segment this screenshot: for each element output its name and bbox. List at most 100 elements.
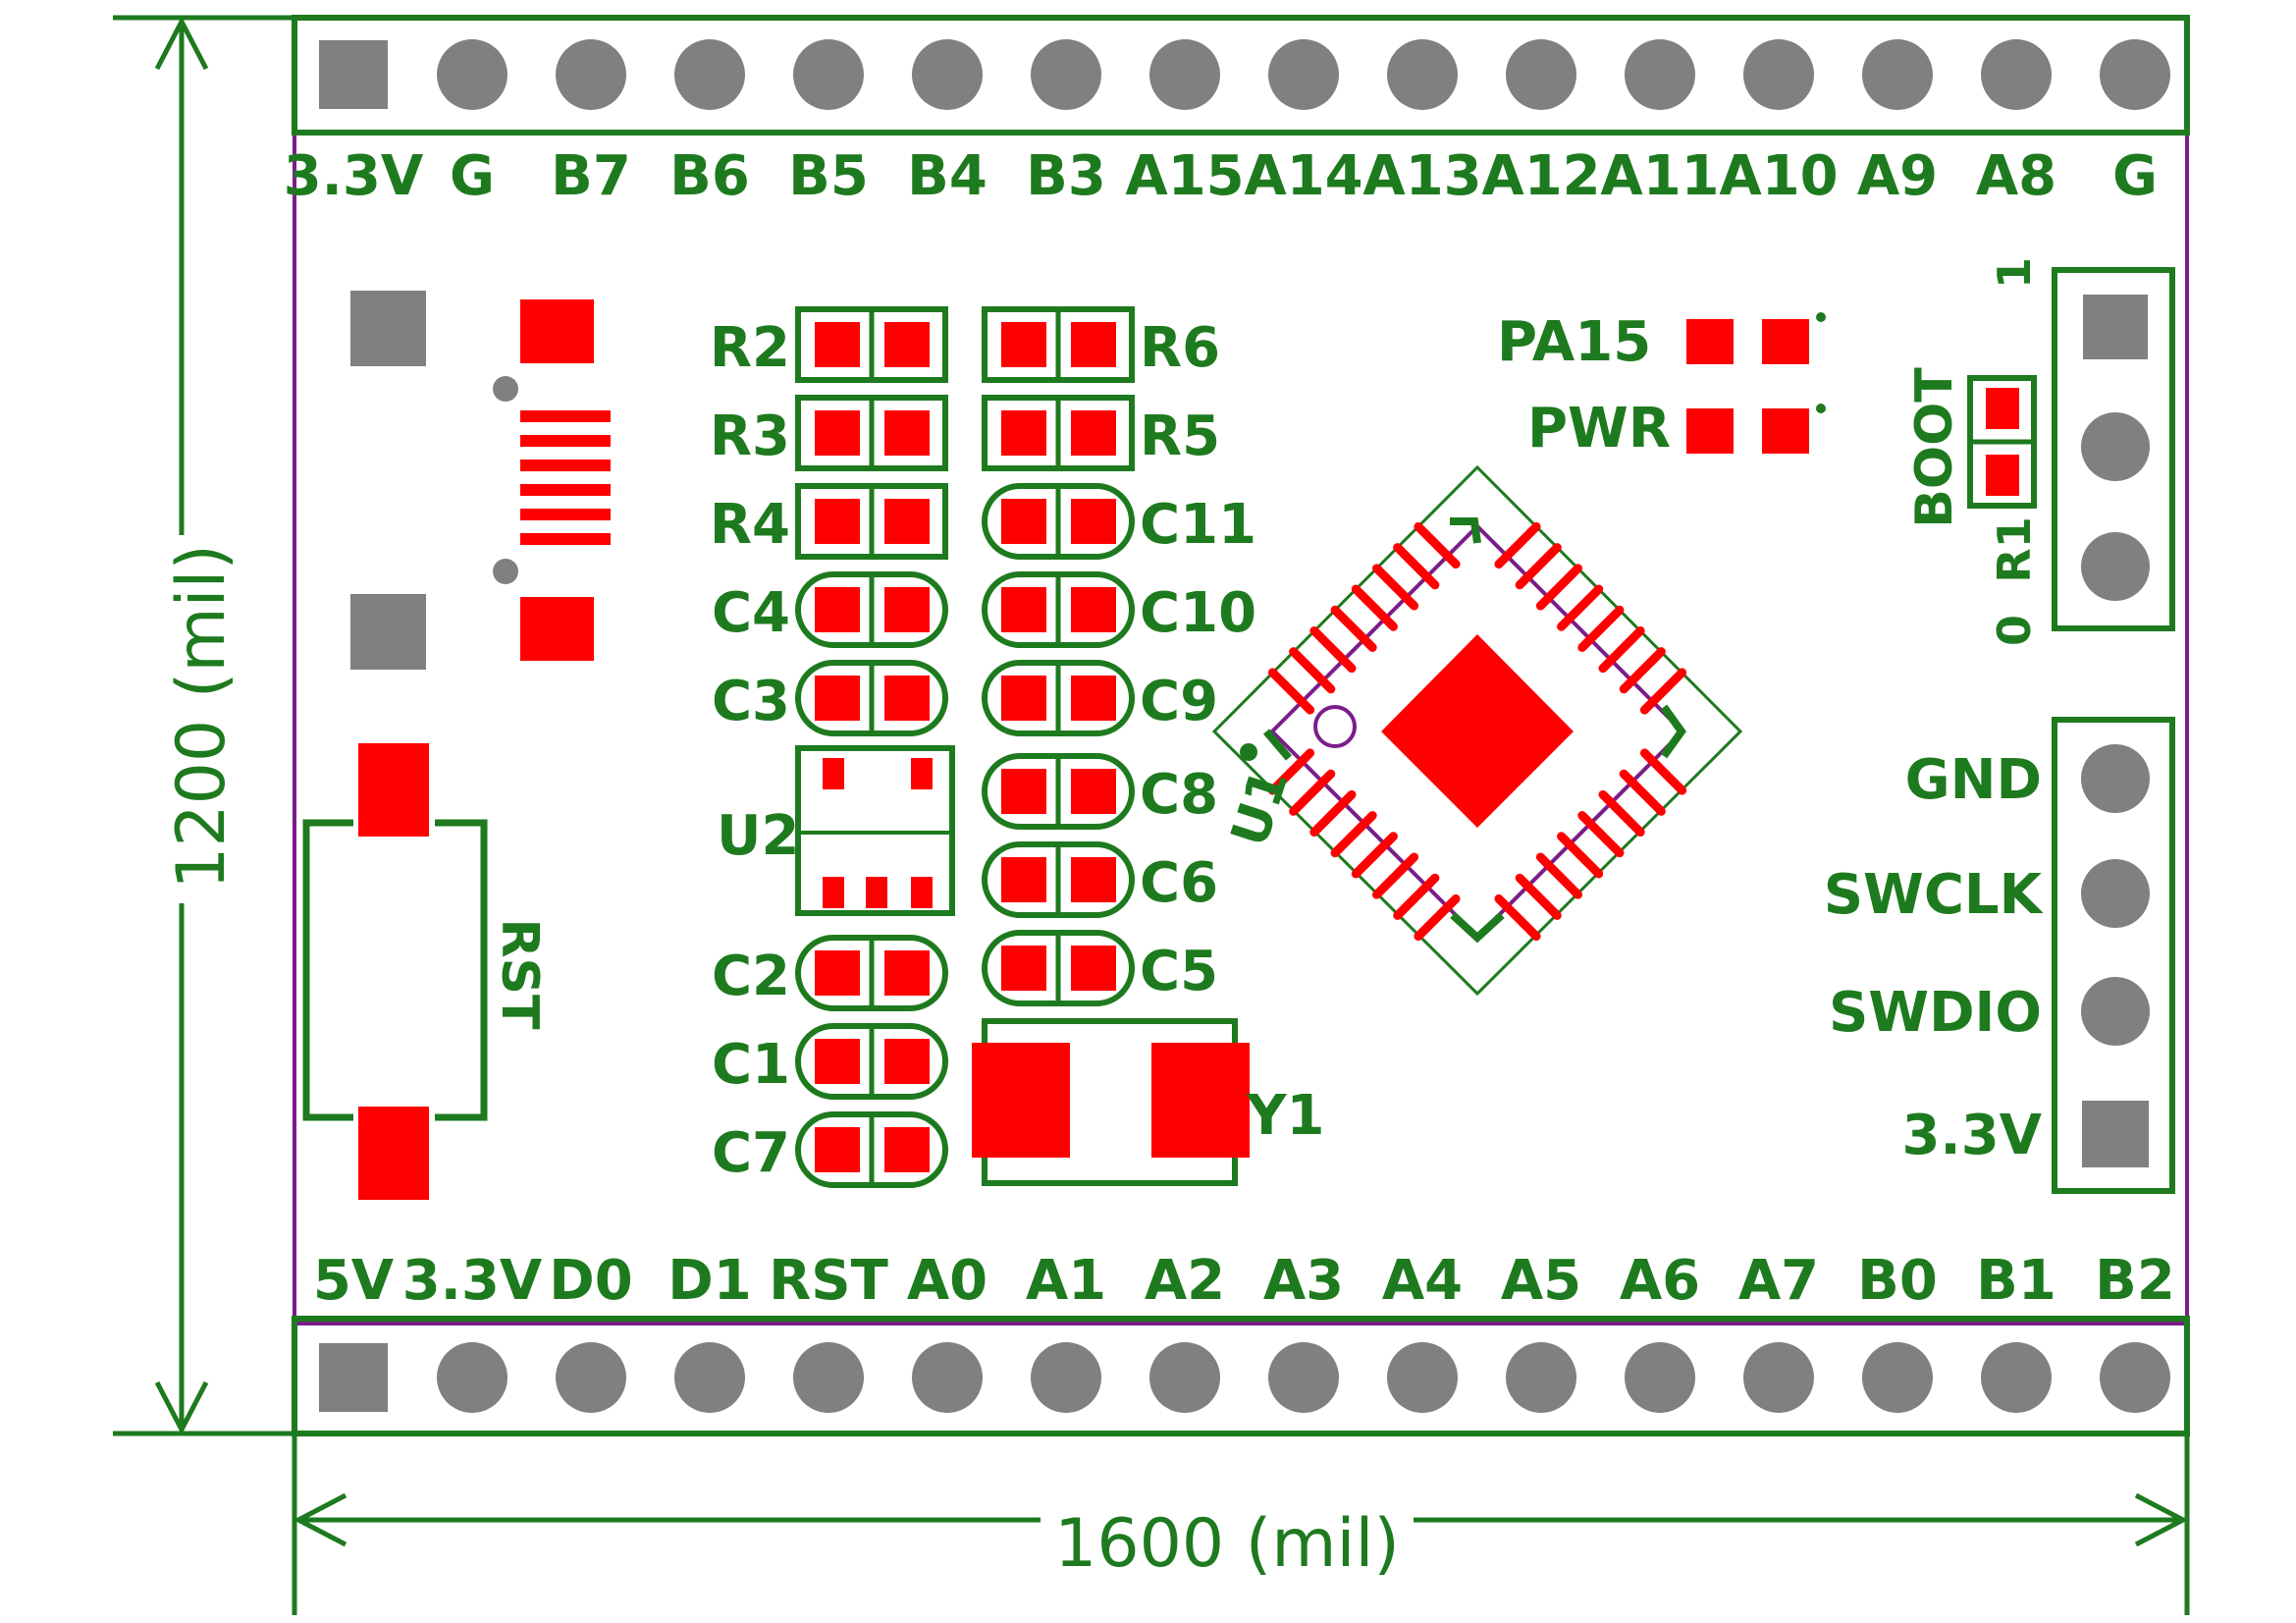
mcu-pin [1535,852,1583,899]
width-label: 1600 (mil) [1054,1505,1400,1583]
mcu-pin [1330,605,1377,652]
top-header-pin-label: B6 [669,144,750,208]
bottom-header-pin-label: B2 [2095,1249,2175,1313]
mcu-pin [1598,625,1645,674]
boot-pin-2 [2081,412,2150,481]
mcu-pin [1309,625,1357,674]
usb-mount-hole-top [350,291,426,366]
mcu-pin [1414,521,1461,569]
top-header-pin-label: B4 [907,144,988,208]
component-label: R2 [710,316,790,380]
bottom-header-pin [2100,1342,2170,1413]
top-header-pin-label: A9 [1857,144,1938,208]
bottom-header-pin-label: D1 [667,1249,751,1313]
bottom-header-pin [1387,1342,1458,1413]
component-label: C7 [712,1121,790,1185]
usb-mount-hole-bottom [350,594,426,670]
r1-label: R1 [1988,516,2041,582]
mcu-pin [1267,668,1315,715]
bottom-header-pin [1743,1342,1814,1413]
bottom-header-pin [1268,1342,1339,1413]
capacitor-c6: C6 [982,841,1218,918]
top-header-pin-label: G [450,144,495,208]
bottom-header-pin-label: A5 [1501,1249,1581,1313]
capacitor-c4: C4 [712,571,948,648]
swd-pin [2081,859,2150,928]
usb-pin [520,509,611,520]
bottom-header-pin [1625,1342,1695,1413]
bottom-header-pin-square [319,1343,388,1412]
mcu-pin [1639,748,1687,795]
mcu-pin [1351,584,1398,631]
capacitor-c10: C10 [982,571,1256,648]
mcu-thermal-pad [1381,634,1574,828]
bottom-header-pin [437,1342,507,1413]
mcu-u1: U1 [1211,464,1743,997]
component-label: C10 [1140,581,1256,645]
top-header-pin [1506,39,1576,110]
swd-pin-square [2082,1101,2149,1167]
component-label: C5 [1140,940,1218,1003]
width-dimension: 1600 (mil) [292,1325,2190,1615]
swd-pin-label: 3.3V [1901,1104,2042,1167]
bottom-header-pin [1506,1342,1576,1413]
component-label: R6 [1140,316,1220,380]
swd-pin [2081,744,2150,813]
mcu-pin [1393,543,1440,590]
reset-button: RST [302,743,549,1200]
bottom-header-pin [793,1342,864,1413]
resistor-r2: R2 [710,306,948,383]
y1-label: Y1 [1246,1084,1325,1148]
resistor-r6: R6 [982,306,1220,383]
mcu-pin [1494,521,1541,569]
mcu-pin [1619,647,1666,694]
bottom-header-pin-label: A4 [1382,1249,1463,1313]
mcu-pin [1535,564,1583,611]
top-header-pin [437,39,507,110]
top-header-pin [1625,39,1695,110]
bottom-header-pin-label: B1 [1976,1249,2056,1313]
top-header-pin [556,39,626,110]
swd-pin-label: GND [1905,748,2042,812]
swd-pin-label: SWCLK [1824,863,2045,927]
top-header-pin-label: B7 [551,144,631,208]
component-label: R4 [710,493,790,557]
component-label: C9 [1140,670,1218,733]
top-header-pin [793,39,864,110]
usb-peg-bottom [493,559,518,584]
boot-pin-high-label: 1 [1988,257,2041,289]
component-label: C11 [1140,493,1256,557]
bottom-header-pin-label: A7 [1738,1249,1819,1313]
top-header-pin-square [319,40,388,109]
usb-pin [520,435,611,447]
top-header-pin-label: A14 [1244,144,1362,208]
top-header-pin-label: G [2112,144,2158,208]
bottom-header-pin-label: A0 [907,1249,988,1313]
capacitor-c5: C5 [982,930,1218,1006]
capacitor-c1: C1 [712,1023,948,1100]
component-label: C8 [1140,763,1218,827]
capacitor-c2: C2 [712,935,948,1011]
led-indicators: PA15 PWR [1497,310,1826,460]
reset-pad-top [358,743,429,837]
component-label: C2 [712,945,790,1008]
top-header-pin [2100,39,2170,110]
top-header-pin [1981,39,2052,110]
crystal-y1: Y1 [972,1018,1325,1186]
top-header-pin-label: A12 [1481,144,1600,208]
boot-pin-low-label: 0 [1988,615,2041,646]
mcu-pin [1371,852,1419,899]
mcu-pin [1330,811,1377,858]
mcu-pin [1289,647,1336,694]
mcu-pin [1557,584,1604,631]
bottom-header-pin [556,1342,626,1413]
bottom-header-pin-label: 5V [313,1249,395,1313]
mcu-pin [1577,605,1625,652]
top-header-pin [912,39,983,110]
mcu-pin [1494,893,1541,942]
resistor-r5: R5 [982,395,1220,471]
reset-label: RST [490,919,549,1030]
